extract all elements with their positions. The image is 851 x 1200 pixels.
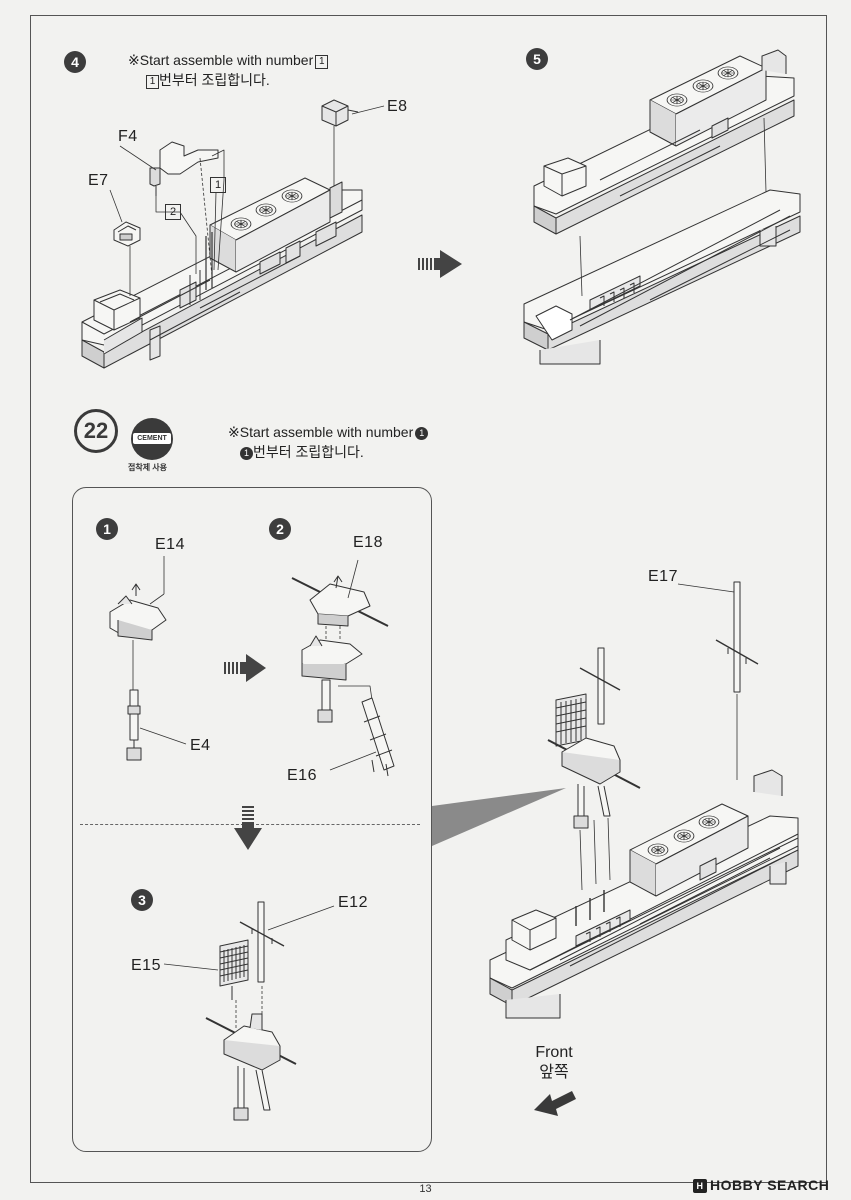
part-e4-drawing [126, 640, 187, 761]
cement-icon: CEMENT [131, 418, 173, 460]
cement-label: CEMENT [133, 433, 171, 444]
part-e14-drawing [109, 556, 167, 641]
label-box-1: 1 [210, 177, 226, 193]
step4-guide-lines [109, 105, 385, 296]
step22-note-ko: 번부터 조립합니다. [253, 444, 364, 460]
step5-island-drawing [533, 49, 795, 235]
watermark-text: HOBBY SEARCH [710, 1177, 830, 1193]
sub3-assembly-drawing [205, 1013, 297, 1121]
sub-assembly-panel [72, 487, 432, 1152]
sub1-to-2-arrow [224, 654, 266, 682]
sub1-badge: 1 [96, 518, 118, 540]
sub2-badge: 2 [269, 518, 291, 540]
step4-to-5-arrow [418, 250, 462, 278]
sub3-badge: 3 [131, 889, 153, 911]
step4-note-en-num: 1 [315, 55, 329, 69]
step4-note-en: ※Start assemble with number [128, 52, 314, 68]
step22-number: 22 [74, 409, 118, 453]
step22-note-en-num: 1 [415, 427, 429, 440]
part-e16-drawing [329, 697, 395, 777]
label-e14: E14 [155, 536, 185, 553]
label-e15: E15 [131, 957, 161, 974]
label-e8: E8 [387, 98, 408, 115]
part-e7-drawing [113, 221, 141, 247]
label-e7: E7 [88, 172, 109, 189]
cement-sub: 접착제 사용 [128, 463, 168, 472]
ship-main-drawing [489, 769, 799, 1019]
front-arrow-icon [534, 1091, 576, 1116]
mast-assembly-drawing [547, 647, 641, 891]
step4-island-drawing [81, 177, 363, 369]
part-e12-drawing [239, 901, 335, 1030]
front-label-en: Front [535, 1044, 573, 1061]
front-label-ko: 앞쪽 [539, 1064, 569, 1081]
step5-guide-lines [579, 117, 767, 297]
step22-note-ko-num: 1 [240, 447, 253, 460]
part-e8-drawing [321, 99, 359, 127]
part-e15-drawing [163, 939, 249, 1030]
step22-note-en: ※Start assemble with number [228, 424, 414, 440]
page-number: 13 [419, 1183, 432, 1195]
step5-badge: 5 [526, 48, 548, 70]
part-e17-drawing [677, 581, 759, 780]
step5-hull-drawing [523, 189, 801, 365]
step4-note-ko-num: 1 [146, 75, 159, 89]
page-frame [30, 15, 827, 1183]
label-e12: E12 [338, 894, 368, 911]
step4-badge: 4 [64, 51, 86, 73]
front-label: Front 앞쪽 [531, 1043, 577, 1083]
part-f4-drawing [149, 141, 219, 196]
label-e4: E4 [190, 737, 211, 754]
sub2-assembly-drawing [301, 626, 373, 723]
label-e17: E17 [648, 568, 678, 585]
detail-callout-wedge [432, 788, 566, 846]
watermark-icon: H [693, 1179, 707, 1193]
label-e18: E18 [353, 534, 383, 551]
step4-note-ko: 번부터 조립합니다. [159, 72, 270, 88]
sub2-to-3-arrow [234, 806, 262, 850]
label-f4: F4 [118, 128, 138, 145]
label-e16: E16 [287, 767, 317, 784]
part-e18-drawing [291, 559, 389, 627]
